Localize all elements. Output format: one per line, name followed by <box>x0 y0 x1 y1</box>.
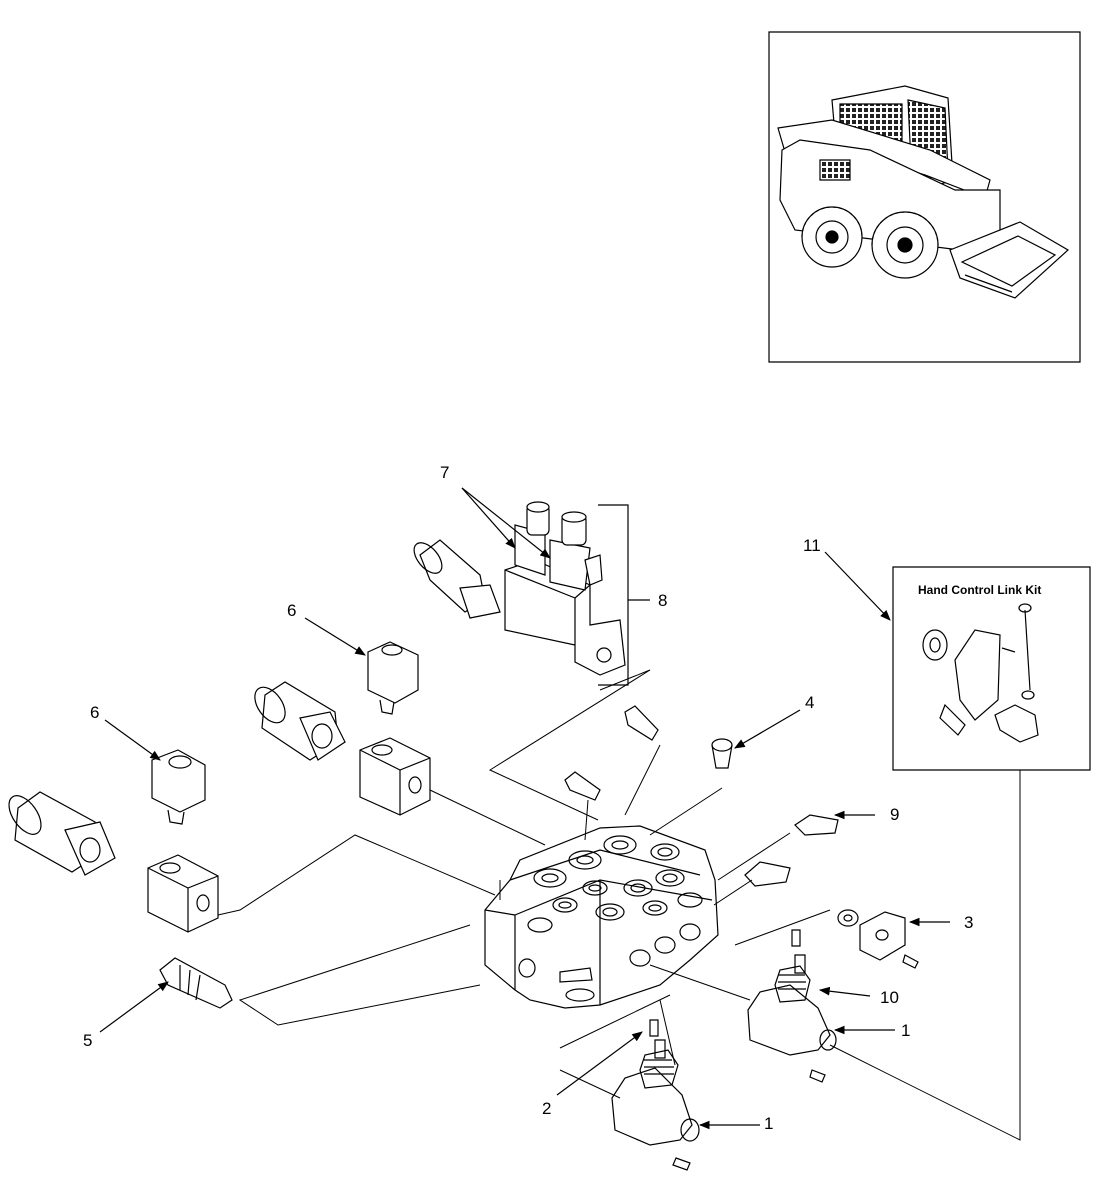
callout-8: 8 <box>658 591 668 610</box>
cover-plate <box>838 910 918 968</box>
callout-6-upper: 6 <box>287 601 297 620</box>
skid-steer-loader-illustration <box>778 86 1068 298</box>
control-valve-body <box>485 826 718 1008</box>
solenoid-valve-block <box>409 502 625 675</box>
callout-arrows <box>100 488 950 1130</box>
callout-4: 4 <box>805 693 815 712</box>
solenoid-assembly-upper <box>249 642 430 815</box>
hand-control-handle-left <box>612 1020 699 1170</box>
callout-3: 3 <box>964 913 974 932</box>
inset-frame <box>769 32 1080 362</box>
callout-1-left: 1 <box>764 1114 774 1133</box>
solenoid-assembly-lower <box>3 750 218 932</box>
hand-control-handle-right <box>748 930 836 1082</box>
callout-7: 7 <box>440 463 450 482</box>
connection-lines <box>218 670 1020 1140</box>
callout-5: 5 <box>83 1031 93 1050</box>
callout-9: 9 <box>890 805 900 824</box>
callout-1-right: 1 <box>901 1021 911 1040</box>
hand-control-link-kit-title: Hand Control Link Kit <box>918 583 1042 597</box>
callout-10: 10 <box>880 988 899 1007</box>
relief-valve-fittings <box>565 706 838 886</box>
hand-control-link-kit-box <box>893 567 1090 770</box>
check-valve-cartridge <box>160 958 232 1008</box>
callout-6-lower: 6 <box>90 703 100 722</box>
callout-2: 2 <box>542 1099 552 1118</box>
callout-11: 11 <box>803 536 821 555</box>
